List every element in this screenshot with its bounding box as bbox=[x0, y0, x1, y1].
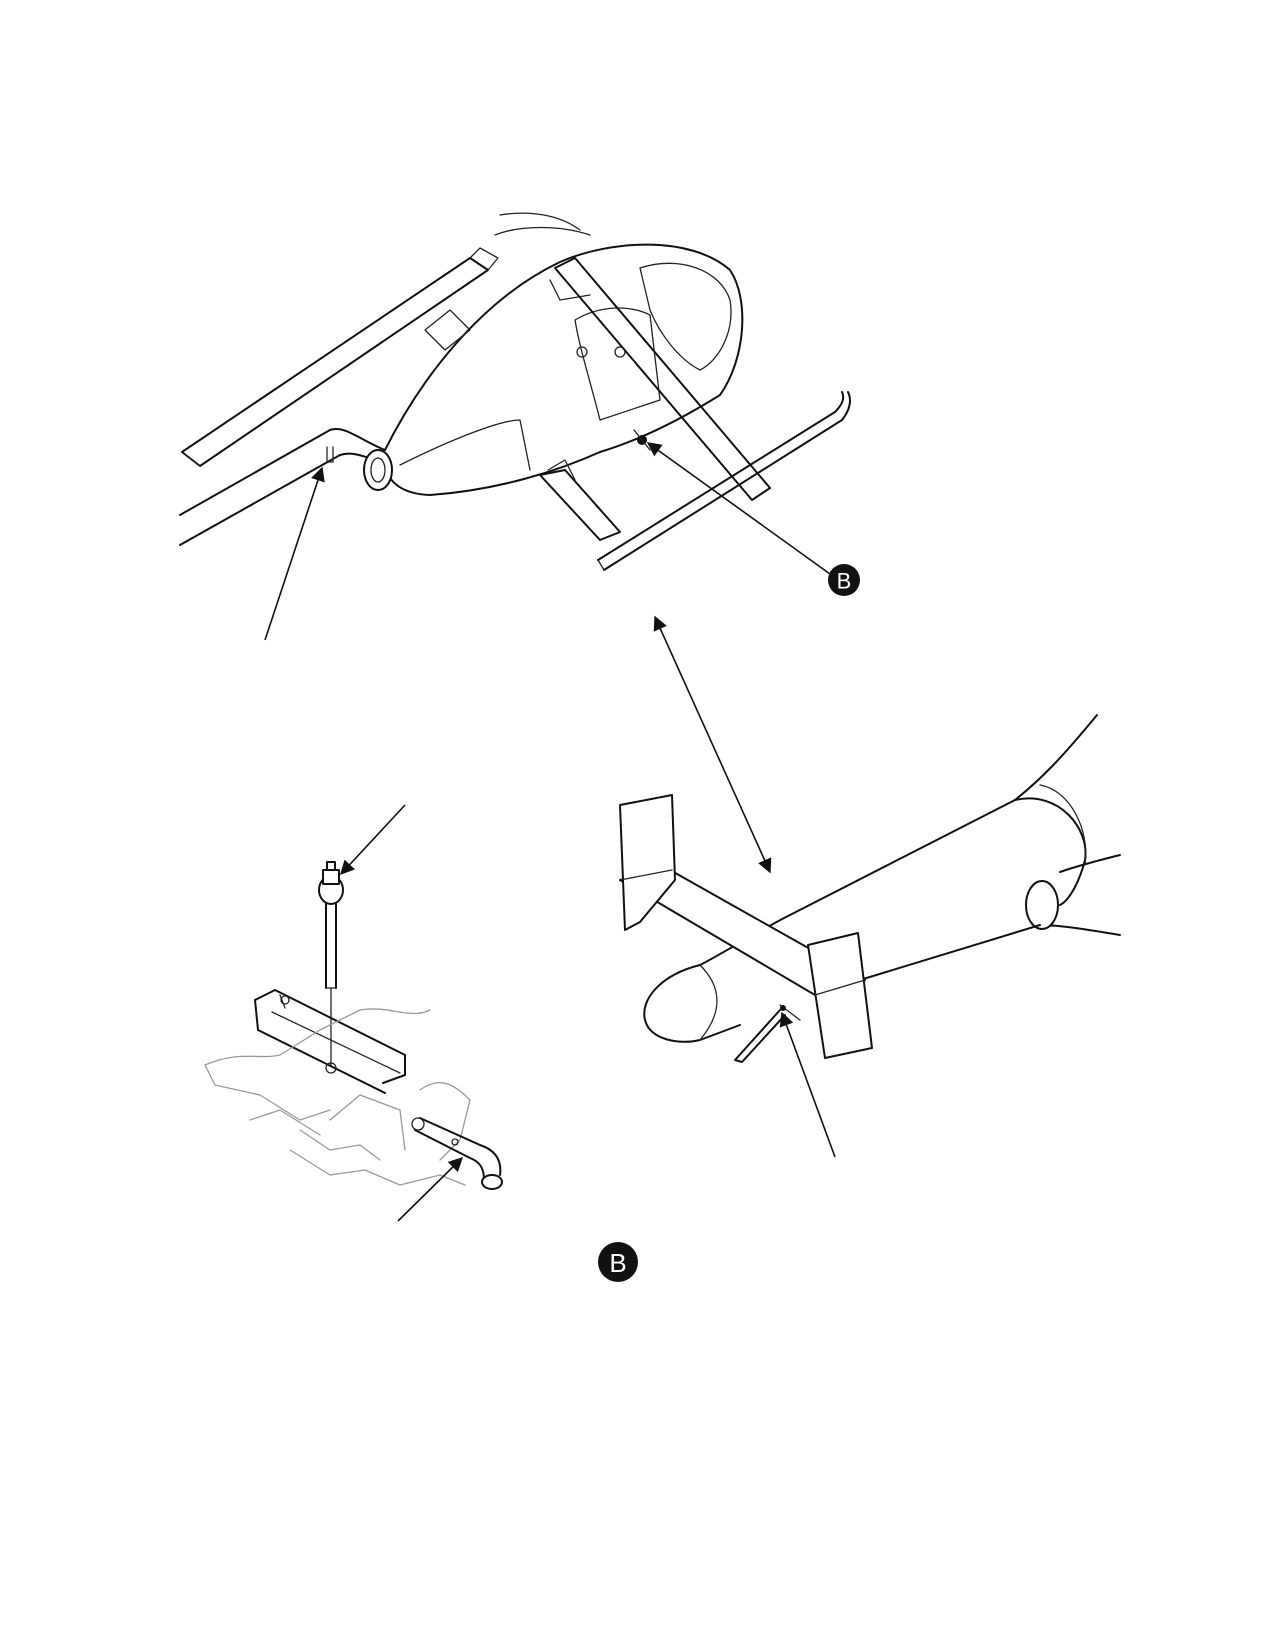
leader-line-drain-hose bbox=[397, 1156, 464, 1222]
tail-assembly-detail bbox=[619, 714, 1121, 1063]
svg-text:B: B bbox=[609, 1248, 626, 1278]
leader-line-callout-b bbox=[646, 442, 831, 575]
leader-line-tail-skid bbox=[779, 1011, 836, 1158]
drain-valve-detail bbox=[204, 861, 503, 1190]
leader-line-tailboom-drain bbox=[264, 466, 325, 641]
double-arrow bbox=[653, 615, 772, 874]
helicopter-overview bbox=[179, 212, 851, 571]
svg-text:B: B bbox=[837, 569, 852, 594]
leader-line-drain-valve bbox=[340, 804, 406, 876]
detail-callout-marker-b: B bbox=[828, 564, 860, 596]
detail-title-marker-b: B bbox=[598, 1242, 638, 1282]
